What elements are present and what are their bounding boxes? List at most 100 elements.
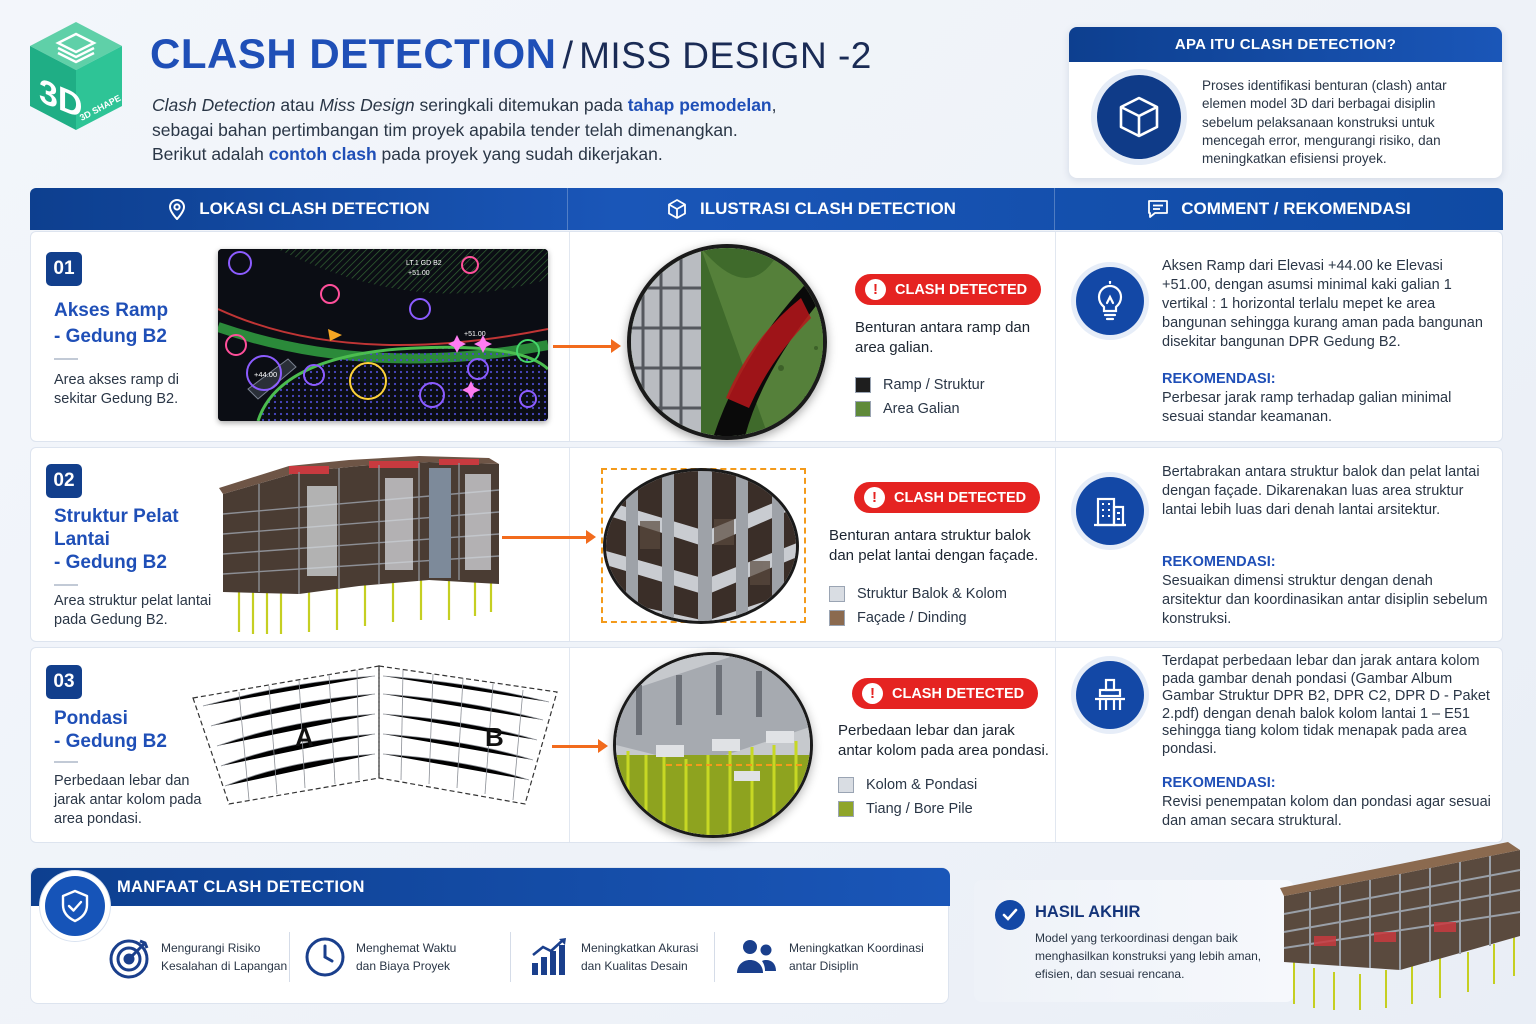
location-desc: Area struktur pelat lantai pada Gedung B… xyxy=(54,593,212,628)
alert-icon: ! xyxy=(864,487,885,508)
intro-text-part: Berikut adalah xyxy=(152,144,269,164)
building-icon xyxy=(1076,477,1144,545)
check-icon xyxy=(995,900,1025,930)
arrow-icon xyxy=(553,339,621,353)
shield-check-icon xyxy=(45,876,105,936)
row-number: 01 xyxy=(46,252,82,286)
arrow-icon xyxy=(502,530,596,544)
legend-label: Area Galian xyxy=(883,401,960,417)
manfaat-line: dan Kualitas Desain xyxy=(581,959,688,973)
legend-item: Area Galian xyxy=(855,401,985,417)
manfaat-header xyxy=(31,868,950,906)
table-header: LOKASI CLASH DETECTION ILUSTRASI CLASH D… xyxy=(30,188,1503,230)
location-title-line: - Gedung B2 xyxy=(54,552,167,573)
location-desc: Area akses ramp di sekitar Gedung B2. xyxy=(54,372,179,407)
manfaat-line: Menghemat Waktu xyxy=(356,941,457,955)
rekomendasi-text: Perbesar jarak ramp terhadap galian mini… xyxy=(1162,390,1452,425)
location-title: Akses Ramp - Gedung B2 xyxy=(54,299,168,348)
location-title-line: - Gedung B2 xyxy=(54,731,167,752)
manfaat-text: Meningkatkan Akurasi dan Kualitas Desain xyxy=(581,939,698,975)
comment-text: Aksen Ramp dari Elevasi +44.00 ke Elevas… xyxy=(1162,258,1483,350)
legend: Struktur Balok & Kolom Façade / Dinding xyxy=(829,586,1007,626)
what-is-text: Proses identifikasi benturan (clash) ant… xyxy=(1202,78,1447,167)
clash-detected-badge: ! CLASH DETECTED xyxy=(854,482,1041,513)
clash-illustration-1 xyxy=(627,244,827,440)
clash-description: Perbedaan lebar dan jarak antar kolom pa… xyxy=(838,722,1049,759)
clash-description: Benturan antara struktur balok dan pelat… xyxy=(829,527,1039,564)
clash-row-1: 01 Akses Ramp - Gedung B2 Area akses ram… xyxy=(30,231,1503,442)
location-desc: Perbedaan lebar dan jarak antar kolom pa… xyxy=(54,773,202,827)
legend-item: Ramp / Struktur xyxy=(855,377,985,393)
hasil-akhir-card: HASIL AKHIR Model yang terkoordinasi den… xyxy=(974,880,1294,1002)
comment-text: Terdapat perbedaan lebar dan jarak antar… xyxy=(1162,653,1490,757)
column-lokasi-label: LOKASI CLASH DETECTION xyxy=(199,199,430,218)
column-comment-label: COMMENT / REKOMENDASI xyxy=(1181,199,1411,218)
hasil-title: HASIL AKHIR xyxy=(1035,903,1141,921)
lightbulb-icon xyxy=(1076,267,1144,335)
title-separator: / xyxy=(562,35,574,77)
manfaat-line: dan Biaya Proyek xyxy=(356,959,451,973)
intro-text-part: , xyxy=(771,95,777,115)
location-title-line: Lantai xyxy=(54,529,110,550)
intro-text-part: atau xyxy=(275,95,320,115)
intro-line-2: sebagai bahan pertimbangan tim proyek ap… xyxy=(152,119,738,140)
badge-label: CLASH DETECTED xyxy=(895,281,1028,298)
final-building-model-image xyxy=(1280,836,1524,1012)
hasil-text: Model yang terkoordinasi dengan baik men… xyxy=(1035,931,1262,981)
clash-detected-badge: !CLASH DETECTED xyxy=(855,274,1042,305)
intro-text: Clash Detection atau Miss Design seringk… xyxy=(152,93,972,167)
clash-illustration-2 xyxy=(603,468,799,624)
foundation-pile-icon xyxy=(1076,661,1144,729)
manfaat-line: Meningkatkan Koordinasi xyxy=(789,941,924,955)
chart-growth-icon xyxy=(532,938,566,975)
rekomendasi-label: REKOMENDASI: xyxy=(1162,371,1276,387)
manfaat-title: MANFAAT CLASH DETECTION xyxy=(117,878,365,896)
intro-text-part: pada proyek yang sudah dikerjakan. xyxy=(376,144,663,164)
manfaat-line: Kesalahan di Lapangan xyxy=(161,959,288,973)
badge-label: CLASH DETECTED xyxy=(894,489,1027,506)
intro-text-part: seringkali ditemukan pada xyxy=(414,95,628,115)
alert-icon: ! xyxy=(862,683,883,704)
clash-illustration-3 xyxy=(613,652,813,838)
legend-label: Kolom & Pondasi xyxy=(866,777,978,793)
location-title-line: - Gedung B2 xyxy=(54,326,167,347)
legend-item: Façade / Dinding xyxy=(829,610,1007,626)
manfaat-item: Menghemat Waktu dan Biaya Proyek xyxy=(290,936,510,978)
comment-text: Bertabrakan antara struktur balok dan pe… xyxy=(1162,464,1480,518)
target-icon xyxy=(109,939,149,979)
legend: Ramp / Struktur Area Galian xyxy=(855,377,985,417)
legend-swatch xyxy=(829,586,845,602)
clash-detected-badge: !CLASH DETECTED xyxy=(852,678,1039,709)
row-number: 02 xyxy=(46,464,82,498)
rekomendasi-label: REKOMENDASI: xyxy=(1162,775,1276,791)
plan-elevation-label: +51.00 xyxy=(464,331,486,338)
legend-swatch xyxy=(838,801,854,817)
column-comment: COMMENT / REKOMENDASI xyxy=(1055,188,1503,230)
legend: Kolom & Pondasi Tiang / Bore Pile xyxy=(838,777,977,817)
zone-b-label: B xyxy=(485,722,504,752)
legend-item: Struktur Balok & Kolom xyxy=(829,586,1007,602)
foundation-plan-image: A B xyxy=(189,662,559,810)
title-sub: MISS DESIGN -2 xyxy=(579,35,872,76)
intro-term: Miss Design xyxy=(319,95,415,115)
divider xyxy=(289,932,290,982)
page-title: CLASH DETECTION/MISS DESIGN -2 xyxy=(150,30,872,78)
location-title-line: Struktur Pelat xyxy=(54,506,179,527)
location-title-line: Akses Ramp xyxy=(54,300,169,321)
cube-outline-icon xyxy=(668,199,686,219)
row-number: 03 xyxy=(46,665,82,699)
clash-row-3: 03 Pondasi - Gedung B2 Perbedaan lebar d… xyxy=(30,647,1503,843)
manfaat-line: Mengurangi Risiko xyxy=(161,941,261,955)
intro-highlight: contoh clash xyxy=(268,144,377,164)
legend-swatch xyxy=(855,377,871,393)
plan-label: +51.00 xyxy=(408,270,430,277)
legend-swatch xyxy=(829,610,845,626)
location-title-line: Pondasi xyxy=(54,708,128,729)
rekomendasi-text: Sesuaikan dimensi struktur dengan denah … xyxy=(1162,573,1488,627)
intro-highlight: tahap pemodelan xyxy=(627,95,772,115)
manfaat-line: Meningkatkan Akurasi xyxy=(581,941,699,955)
